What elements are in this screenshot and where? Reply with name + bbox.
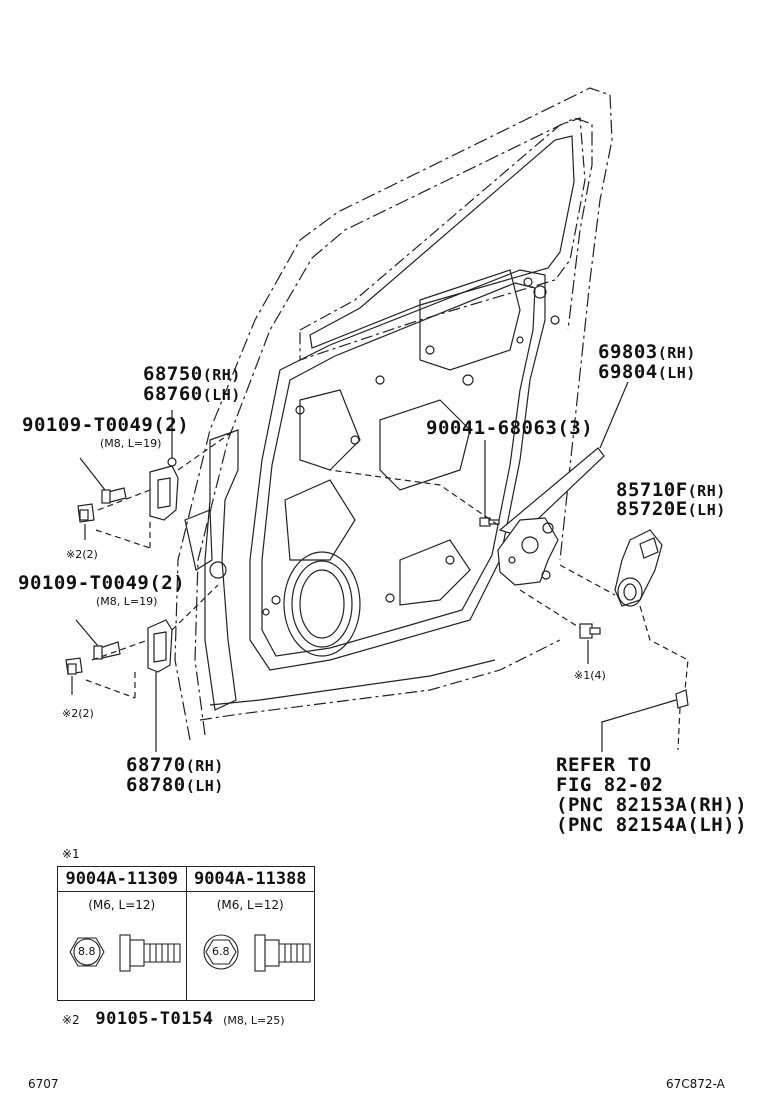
footer-right-code: 67C872-A <box>666 1077 725 1091</box>
bolt-upper-spec: (M8, L=19) <box>100 437 162 450</box>
note1-label: ※1(4) <box>574 669 606 682</box>
legend-col2-spec: (M6, L=12) <box>216 898 284 912</box>
legend-col1-spec: (M6, L=12) <box>88 898 156 912</box>
hinge-lower-lh-label: 68780(LH) <box>126 774 224 796</box>
refer-line-2: FIG 82-02 <box>556 774 664 796</box>
window-frame <box>299 117 586 361</box>
lower-note2-bolt-icon <box>65 657 83 675</box>
upper-bolt-icon <box>101 487 127 504</box>
legend-col1: 9004A-11309 (M6, L=12) <box>57 866 187 1001</box>
legend-col1-grade: 8.8 <box>78 945 96 958</box>
hinge-upper-rh-label: 68750(RH) <box>143 363 241 385</box>
legend-note1-mark: ※1 <box>62 847 80 861</box>
legend-col2: 9004A-11388 (M6, L=12) <box>185 866 315 1001</box>
regulator-lh-label: 69804(LH) <box>598 361 696 383</box>
screw-label: 90041-68063(3) <box>426 417 594 439</box>
note2-lower-label: ※2(2) <box>62 707 94 720</box>
harness-connector-icon <box>675 689 689 709</box>
legend-note2-pn: 90105-T0154 <box>95 1009 214 1029</box>
legend-col2-pn: 9004A-11388 <box>186 867 314 892</box>
hinge-lower-rh-label: 68770(RH) <box>126 754 224 776</box>
legend-note2-spec: (M8, L=25) <box>223 1014 285 1027</box>
lower-hinge-icon <box>147 619 173 673</box>
legend-col2-grade: 6.8 <box>212 945 230 958</box>
hinge-upper-lh-label: 68760(LH) <box>143 383 241 405</box>
inner-door-panel <box>209 269 560 671</box>
door-frame-outline <box>174 87 613 741</box>
legend-col1-pn: 9004A-11309 <box>58 867 186 892</box>
refer-line-3: (PNC 82153A(RH)) <box>556 794 748 816</box>
refer-line-4: (PNC 82154A(LH)) <box>556 814 748 836</box>
legend-note2-mark: ※2 <box>62 1013 80 1027</box>
note2-upper-label: ※2(2) <box>66 548 98 561</box>
upper-note2-bolt-icon <box>77 503 95 523</box>
window-regulator-icon <box>497 447 605 586</box>
hinge-edge <box>204 429 239 711</box>
regulator-rh-label: 69803(RH) <box>598 341 696 363</box>
legend-note2: ※2 90105-T0154 (M8, L=25) <box>62 1011 285 1028</box>
motor-rh-label: 85710F(RH) <box>616 479 726 501</box>
window-motor-icon <box>614 529 663 607</box>
bolt-upper-label: 90109-T0049(2) <box>22 414 190 436</box>
refer-line-1: REFER TO <box>556 754 652 776</box>
motor-lh-label: 85720E(LH) <box>616 498 726 520</box>
note1-bolt-icon <box>579 623 601 639</box>
lower-bolt-icon <box>93 641 121 660</box>
bolt-lower-label: 90109-T0049(2) <box>18 572 186 594</box>
bolt-legend-table: 9004A-11309 (M6, L=12) 9004A-11388 (M6, … <box>57 866 315 1001</box>
footer-left-code: 6707 <box>28 1077 59 1091</box>
upper-hinge-icon <box>149 457 179 521</box>
bolt-lower-spec: (M8, L=19) <box>96 595 158 608</box>
